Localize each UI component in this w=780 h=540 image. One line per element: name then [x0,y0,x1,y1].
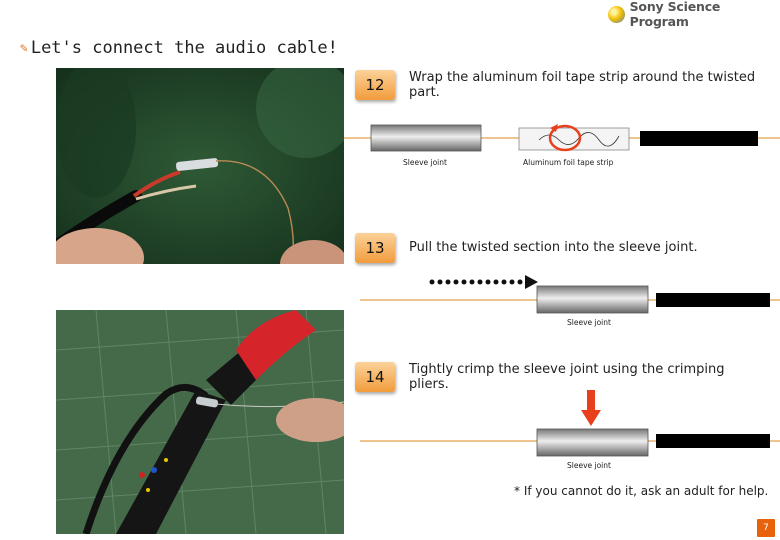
cable-shape [656,293,770,307]
page-number: 7 [757,519,775,537]
step-14-diagram [360,390,780,457]
cable-shape [656,434,770,448]
step-12-text: Wrap the aluminum foil tape strip around… [409,70,756,100]
crimp-arrow-icon [581,390,601,426]
sleeve-joint-label: Sleeve joint [567,461,611,470]
page-title-text: Let's connect the audio cable! [30,38,338,58]
safety-note: * If you cannot do it, ask an adult for … [514,484,769,498]
step-13-diagram [360,275,780,314]
sleeve-joint-shape [370,124,482,152]
wrap-arrow-icon [548,124,582,152]
step-12-diagram [344,124,780,152]
step-14-text: Tightly crimp the sleeve joint using the… [409,362,725,392]
photo-foil-wrapped-wire [56,68,344,264]
brand-name: Sony Science Program [629,0,721,29]
cable-shape [640,131,758,146]
step-13-badge: 13 [355,233,395,263]
sleeve-joint-label: Sleeve joint [403,158,447,167]
step-14-badge: 14 [355,362,395,392]
sleeve-joint-label: Sleeve joint [567,318,611,327]
sleeve-joint-shape [536,285,649,314]
photo-crimping-pliers [56,310,344,534]
foil-tape-label: Aluminum foil tape strip [523,158,614,167]
sony-logo-icon [608,5,625,23]
brand-logo-group: Sony Science Program [608,0,780,29]
step-13-text: Pull the twisted section into the sleeve… [409,240,698,255]
pull-arrow-icon [429,275,538,289]
step-12-badge: 12 [355,70,395,100]
sleeve-joint-shape [536,428,649,457]
bullet-icon: ✎ [20,40,28,56]
page-title: ✎ Let's connect the audio cable! [20,38,338,58]
